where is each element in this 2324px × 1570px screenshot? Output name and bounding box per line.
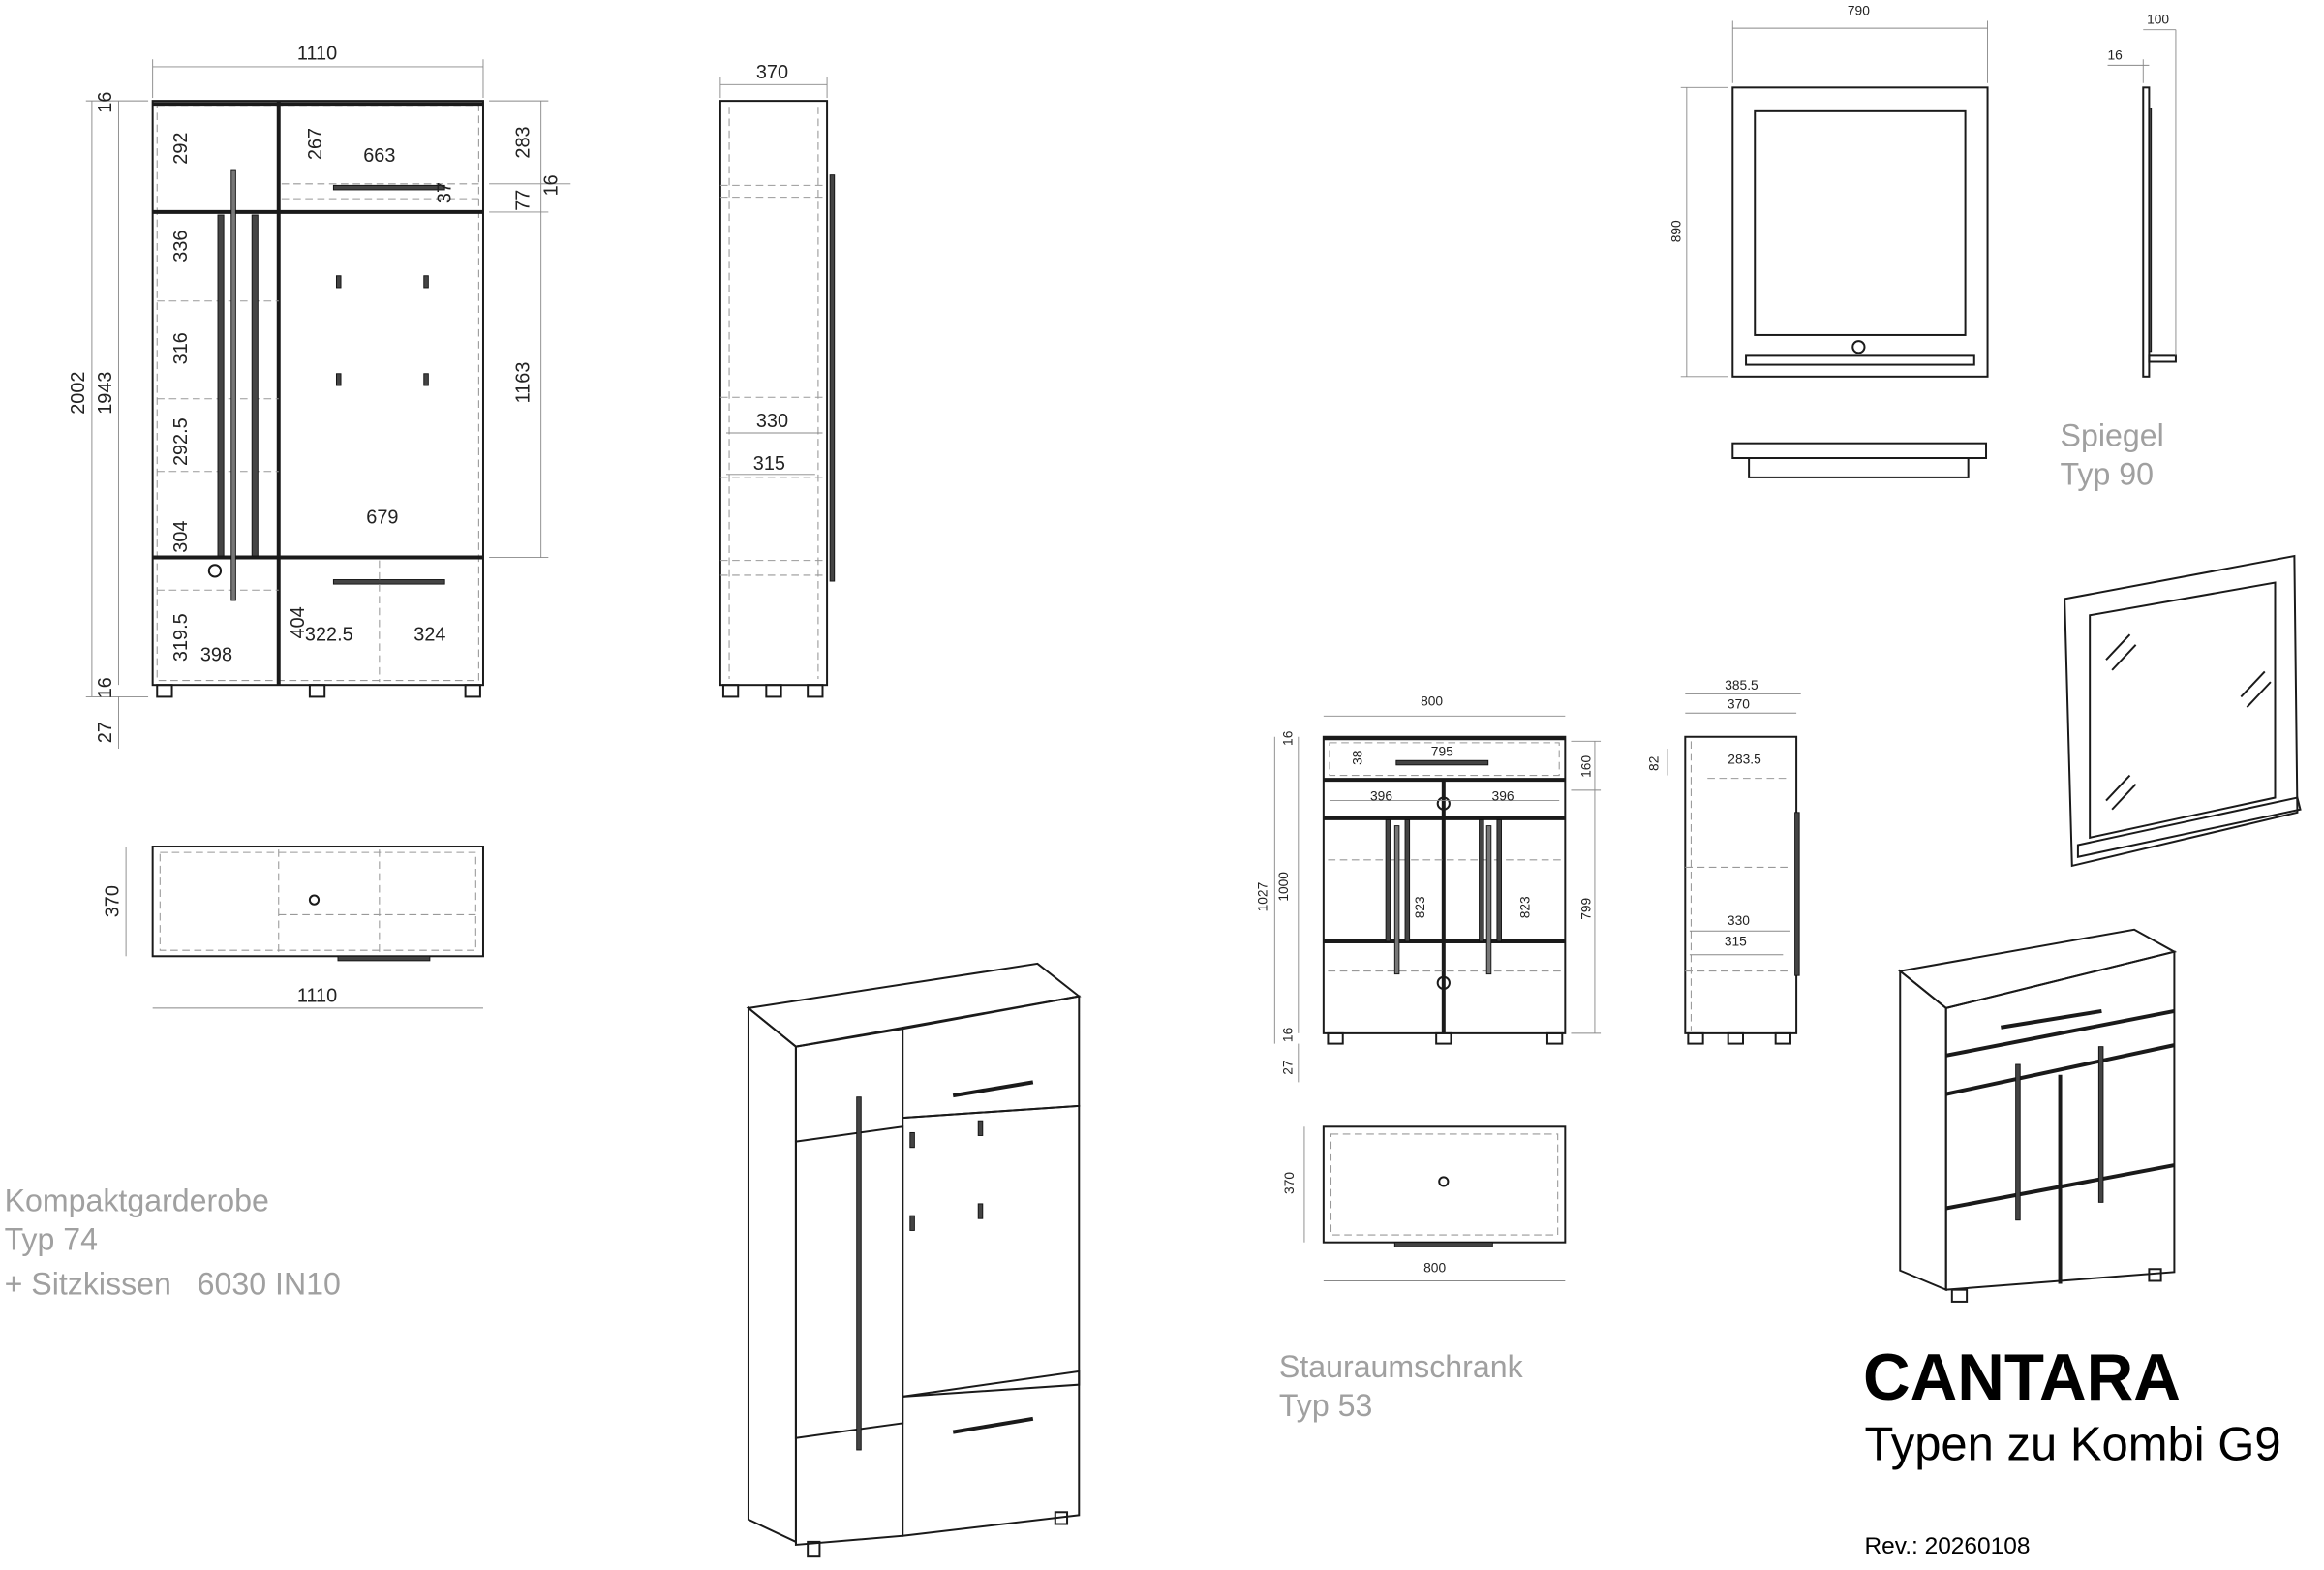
dimension-label: 370 bbox=[1282, 1172, 1297, 1194]
stauraumschrank-side-view bbox=[1667, 693, 1801, 1045]
dimension-label: 330 bbox=[756, 411, 788, 432]
dimension-label: 398 bbox=[200, 645, 232, 666]
spiegel-front-view bbox=[1680, 20, 1989, 378]
revision-label: Rev.: 20260108 bbox=[1865, 1533, 2031, 1559]
dimension-label: 2002 bbox=[68, 372, 89, 415]
brand-title: CANTARA bbox=[1863, 1341, 2181, 1414]
dimension-label: 100 bbox=[2147, 13, 2169, 27]
dimension-label: 319.5 bbox=[170, 613, 192, 662]
spiegel-side-view bbox=[2107, 29, 2177, 378]
stauraumschrank-caption-name: Stauraumschrank bbox=[1279, 1349, 1524, 1384]
dimension-label: 16 bbox=[95, 92, 116, 113]
dimension-label: 795 bbox=[1431, 745, 1453, 759]
dimension-label: 800 bbox=[1423, 1260, 1446, 1275]
dimension-label: 1163 bbox=[512, 362, 534, 404]
dimension-label: 790 bbox=[1848, 3, 1870, 17]
kompaktgarderobe-side-view bbox=[719, 77, 836, 698]
dimension-label: 324 bbox=[413, 624, 445, 645]
dimension-label: 890 bbox=[1669, 220, 1684, 242]
dimension-label: 1943 bbox=[95, 372, 116, 415]
stauraumschrank-front-view bbox=[1273, 715, 1602, 1083]
dimension-labels: 1110 2002 1943 16 16 27 283 77 16 1163 292 267 663 37… bbox=[68, 3, 2169, 1275]
dimension-label: 322.5 bbox=[305, 624, 353, 645]
dimension-label: 370 bbox=[756, 62, 788, 83]
dimension-label: 663 bbox=[363, 145, 395, 167]
dimension-label: 37 bbox=[434, 182, 455, 203]
kompaktgarderobe-caption-type: Typ 74 bbox=[5, 1221, 98, 1256]
stauraumschrank-caption-type: Typ 53 bbox=[1279, 1388, 1372, 1423]
dimension-label: 800 bbox=[1421, 694, 1443, 709]
dimension-label: 396 bbox=[1492, 789, 1514, 804]
kompaktgarderobe-caption-name: Kompaktgarderobe bbox=[5, 1184, 269, 1218]
dimension-label: 292.5 bbox=[170, 417, 192, 466]
dimension-label: 330 bbox=[1728, 913, 1750, 928]
spiegel-caption-type: Typ 90 bbox=[2061, 457, 2154, 492]
kompaktgarderobe-front-view bbox=[85, 59, 571, 749]
spiegel-caption-name: Spiegel bbox=[2061, 418, 2164, 453]
dimension-label: 292 bbox=[170, 133, 192, 165]
dimension-label: 1027 bbox=[1256, 882, 1270, 912]
dimension-label: 16 bbox=[1281, 1027, 1296, 1042]
dimension-label: 1110 bbox=[297, 986, 337, 1007]
dimension-label: 82 bbox=[1647, 756, 1662, 771]
dimension-label: 16 bbox=[1281, 730, 1296, 746]
dimension-label: 336 bbox=[170, 231, 192, 262]
dimension-label: 385.5 bbox=[1725, 678, 1758, 693]
dimension-label: 27 bbox=[95, 722, 116, 743]
dimension-label: 16 bbox=[541, 174, 563, 196]
dimension-label: 315 bbox=[753, 453, 785, 475]
dimension-label: 16 bbox=[2108, 47, 2124, 62]
dimension-label: 160 bbox=[1578, 755, 1593, 778]
dimension-label: 27 bbox=[1281, 1060, 1296, 1074]
dimension-label: 77 bbox=[512, 190, 534, 211]
dimension-label: 304 bbox=[170, 521, 192, 553]
kompaktgarderobe-isometric-view bbox=[746, 962, 1082, 1558]
dimension-label: 370 bbox=[102, 885, 123, 917]
spiegel-isometric-view bbox=[2064, 554, 2302, 868]
dimension-label: 679 bbox=[366, 507, 398, 528]
kompaktgarderobe-caption-extra: + Sitzkissen 6030 IN10 bbox=[5, 1266, 341, 1301]
stauraumschrank-isometric-view bbox=[1897, 928, 2178, 1303]
dimension-label: 404 bbox=[288, 606, 309, 638]
dimension-label: 823 bbox=[1413, 896, 1427, 918]
dimension-label: 16 bbox=[95, 677, 116, 698]
dimension-label: 316 bbox=[170, 332, 192, 364]
stauraumschrank-top-view bbox=[1303, 1125, 1567, 1281]
dimension-label: 370 bbox=[1728, 697, 1750, 712]
dimension-label: 38 bbox=[1351, 750, 1365, 765]
dimension-label: 315 bbox=[1725, 935, 1747, 949]
dimension-label: 823 bbox=[1518, 896, 1533, 918]
dimension-label: 267 bbox=[305, 128, 326, 160]
title-subtitle: Typen zu Kombi G9 bbox=[1865, 1419, 2281, 1471]
dimension-label: 283 bbox=[512, 126, 534, 158]
dimension-label: 283.5 bbox=[1728, 752, 1761, 766]
dimension-label: 396 bbox=[1370, 789, 1392, 804]
spiegel-top-view bbox=[1731, 442, 1988, 478]
dimension-label: 799 bbox=[1578, 898, 1593, 920]
dimension-label: 1110 bbox=[297, 43, 337, 64]
kompaktgarderobe-top-view bbox=[125, 846, 484, 1009]
dimension-label: 1000 bbox=[1276, 872, 1291, 902]
